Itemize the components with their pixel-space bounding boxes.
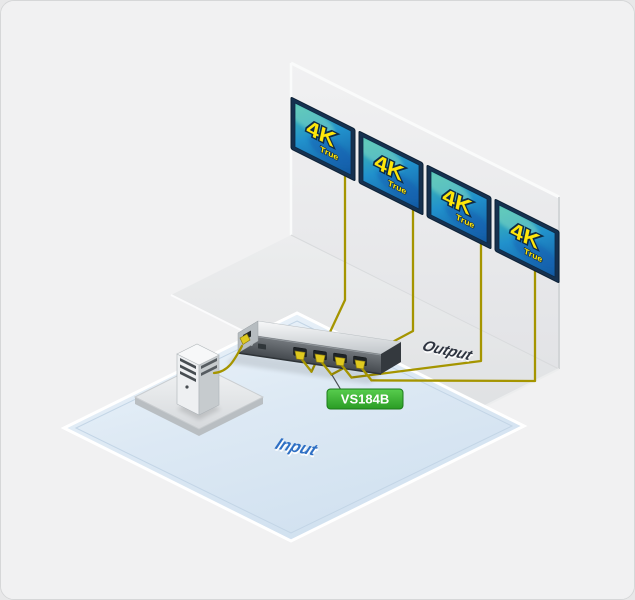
- pedestal-side: [135, 397, 263, 436]
- output-connector-2: [314, 353, 326, 364]
- input-zone-label: Input Input: [272, 435, 322, 462]
- screen-shade: [513, 237, 555, 269]
- screen-glow: [431, 171, 471, 205]
- computer-tower: [176, 343, 221, 420]
- tower-vent: [201, 365, 217, 376]
- screen-glow: [363, 137, 403, 171]
- output-connector-4: [354, 359, 366, 370]
- screen-shade: [445, 203, 487, 235]
- wall-base-seam: [290, 234, 560, 370]
- tower-top-face: [176, 343, 220, 366]
- screen-glow: [295, 103, 335, 137]
- ir-window: [258, 343, 266, 350]
- output-connector-1: [294, 350, 306, 361]
- cable-connectors: [212, 333, 373, 382]
- display-2: 4K True: [358, 131, 424, 215]
- wall-top-edge: [290, 61, 560, 199]
- wall-face: [291, 63, 559, 369]
- product-label: VS184B: [326, 374, 404, 410]
- display-4: 4K True: [494, 199, 560, 283]
- screen-shade: [309, 135, 351, 167]
- screen-edge: [294, 102, 352, 176]
- display-3: 4K True: [426, 165, 492, 249]
- label-leader-line: [331, 374, 342, 391]
- screen-edge: [430, 170, 488, 244]
- label-text: VS184B: [341, 392, 389, 407]
- tower-vent: [201, 358, 217, 369]
- display-cable-3: [350, 240, 483, 379]
- screen-shade: [377, 169, 419, 201]
- label-badge: [326, 388, 404, 410]
- splitter-shadow: [226, 353, 381, 384]
- splitter-bottom-edge: [237, 352, 382, 375]
- screen-edge: [498, 204, 556, 278]
- tower-power-button: [185, 385, 189, 389]
- tower-drive-bay: [180, 358, 196, 369]
- display-1: 4K True: [290, 97, 356, 181]
- input-cable: [212, 344, 244, 375]
- screen-glow: [499, 205, 539, 239]
- output-connector-3: [334, 356, 346, 367]
- splitter-device: [237, 320, 402, 375]
- tower-drive-bay: [180, 364, 196, 376]
- display-cable-4: [370, 267, 537, 383]
- input-connector: [239, 333, 251, 346]
- screen-edge: [362, 136, 420, 210]
- splitter-right-end: [381, 342, 401, 374]
- splitter-front-highlight: [238, 333, 381, 356]
- splitter-front-panel: [238, 333, 381, 375]
- tower-drive-bay: [180, 371, 196, 382]
